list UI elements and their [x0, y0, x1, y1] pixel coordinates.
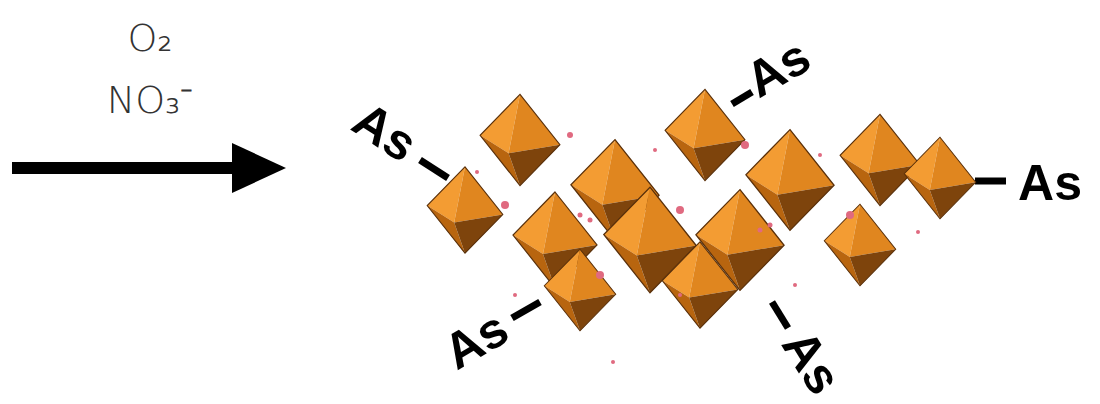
atom-dots [475, 132, 920, 364]
octahedra [427, 89, 976, 330]
reagent-label: NO₃⁻ [107, 81, 194, 119]
reaction-arrow [12, 143, 286, 193]
atom-label: As [345, 94, 426, 171]
atom-label: As [1018, 158, 1082, 208]
reagent-label: O₂ [127, 19, 172, 57]
atom-label: As [436, 302, 516, 377]
atom-label: As [774, 322, 850, 403]
